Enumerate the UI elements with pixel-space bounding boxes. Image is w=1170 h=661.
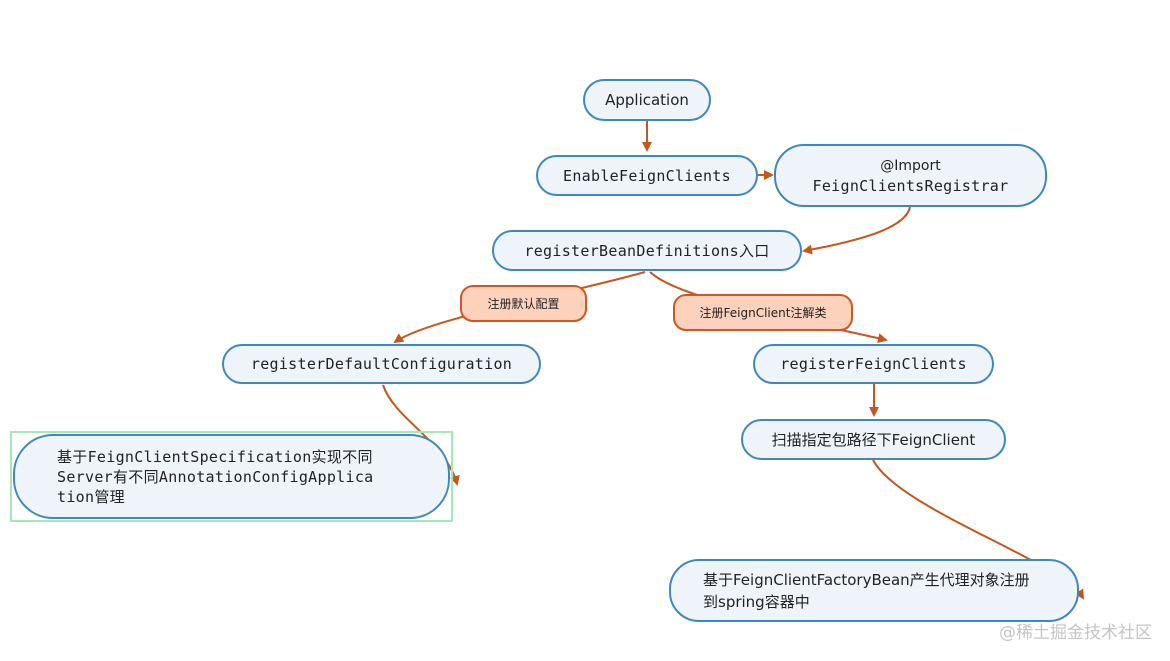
node-feign-client-specification: 基于FeignClientSpecification实现不同 Server有不同…	[13, 434, 450, 519]
edge-import-to-register	[802, 206, 911, 255]
node-register-feign-clients: registerFeignClients	[753, 344, 994, 384]
edge-label-feign-client-annotation: 注册FeignClient注解类	[673, 294, 853, 331]
node-enable-feign-clients: EnableFeignClients	[536, 155, 758, 196]
node-factory-line-2: 到spring容器中	[703, 592, 810, 611]
node-feign-client-factory-bean: 基于FeignClientFactoryBean产生代理对象注册 到spring…	[669, 559, 1079, 622]
node-register-default-configuration-label: registerDefaultConfiguration	[250, 355, 513, 373]
highlight-frame	[10, 431, 453, 522]
node-import-class: FeignClientsRegistrar	[812, 176, 1009, 195]
node-register-bean-definitions: registerBeanDefinitions入口	[492, 230, 802, 271]
node-import-annotation: @Import	[880, 157, 941, 174]
node-spec-line-1: 基于FeignClientSpecification实现不同	[57, 447, 373, 466]
node-enable-feign-clients-label: EnableFeignClients	[563, 166, 731, 185]
watermark: @稀土掘金技术社区	[999, 623, 1152, 643]
edge-label-default-config-text: 注册默认配置	[487, 297, 560, 311]
node-spec-line-2: Server有不同AnnotationConfigApplica	[57, 467, 374, 486]
node-register-bean-definitions-label: registerBeanDefinitions入口	[524, 242, 770, 260]
edge-label-default-config: 注册默认配置	[460, 285, 587, 322]
node-register-default-configuration: registerDefaultConfiguration	[222, 344, 541, 384]
node-register-feign-clients-label: registerFeignClients	[780, 355, 967, 373]
node-factory-line-1: 基于FeignClientFactoryBean产生代理对象注册	[703, 570, 1030, 589]
node-import-registrar: @Import FeignClientsRegistrar	[774, 144, 1047, 207]
node-application-label: Application	[605, 91, 689, 109]
edge-label-feign-client-annotation-text: 注册FeignClient注解类	[699, 306, 827, 320]
node-scan-packages: 扫描指定包路径下FeignClient	[741, 419, 1006, 460]
node-application: Application	[583, 79, 711, 121]
node-spec-line-3: tion管理	[57, 487, 125, 506]
node-scan-packages-label: 扫描指定包路径下FeignClient	[771, 431, 976, 449]
